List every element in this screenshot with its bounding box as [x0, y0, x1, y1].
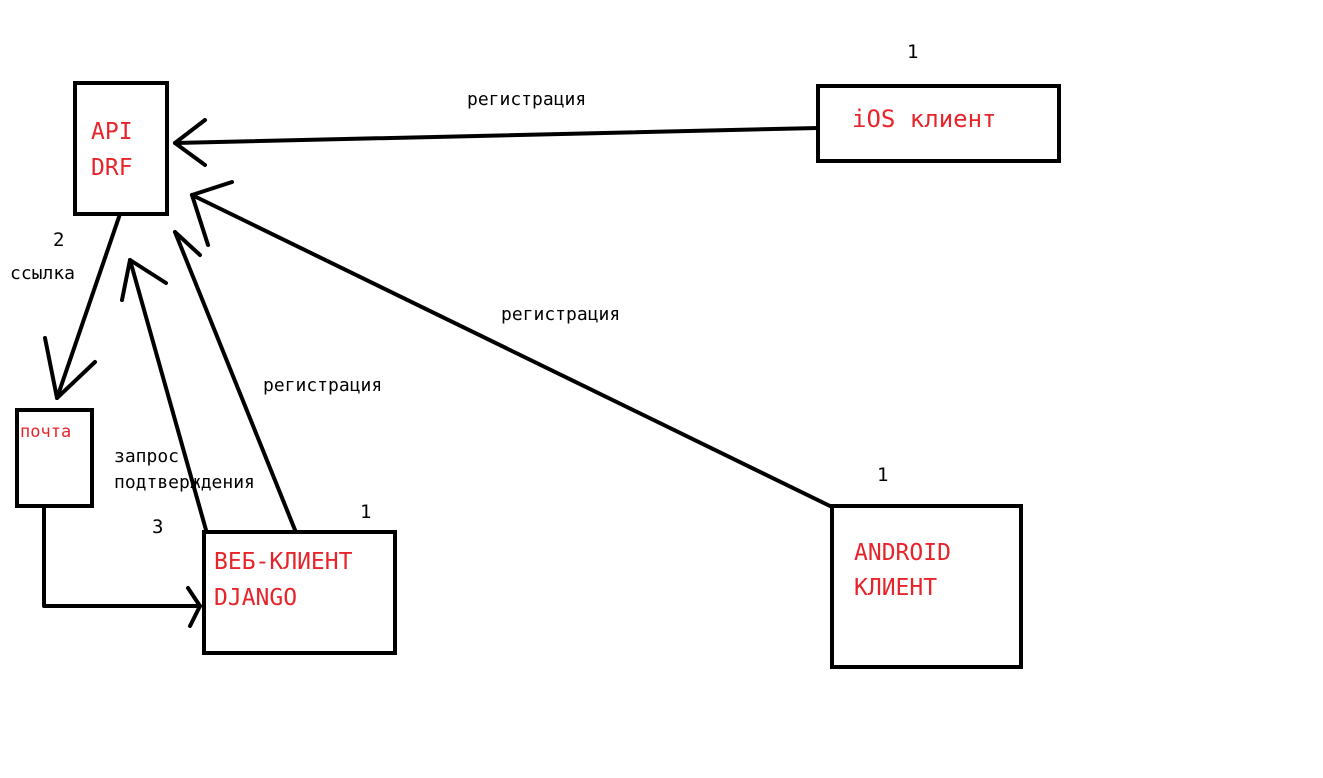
edge-label-android-registration: регистрация — [501, 304, 621, 325]
web-client-django-node: ВЕБ-КЛИЕНТ DJANGO — [202, 530, 397, 655]
edge-label-ios-registration: регистрация — [467, 89, 587, 110]
arrowhead-mail-to-web — [186, 586, 202, 628]
api-drf-label-line2: DRF — [91, 155, 133, 181]
arrowhead-android-to-api — [190, 180, 234, 247]
ios-client-label: iOS клиент — [852, 105, 997, 133]
edge-label-confirm-request-line2: подтверждения — [114, 472, 255, 493]
step-number-ios: 1 — [907, 41, 919, 63]
arrow-web-to-api — [173, 230, 297, 532]
step-number-android: 1 — [877, 464, 889, 486]
web-client-label-line2: DJANGO — [214, 585, 298, 611]
android-client-label-line1: ANDROID — [854, 540, 951, 566]
arrow-ios-to-api — [173, 126, 820, 145]
ios-client-node: iOS клиент — [816, 84, 1061, 163]
mail-label: почта — [20, 422, 72, 442]
api-drf-label-line1: API — [91, 119, 133, 145]
edge-label-web-registration: регистрация — [263, 375, 383, 396]
arrow-api-to-mail — [55, 212, 122, 400]
arrow-mail-to-web — [42, 506, 202, 608]
edge-label-link: ссылка — [10, 263, 76, 284]
android-client-node: ANDROID КЛИЕНТ — [830, 504, 1023, 669]
mail-node: почта — [15, 408, 94, 508]
step-number-web: 1 — [360, 501, 372, 523]
android-client-label-line2: КЛИЕНТ — [854, 575, 938, 601]
arrowhead-confirm-request — [120, 258, 168, 302]
web-client-label-line1: ВЕБ-КЛИЕНТ — [214, 549, 353, 575]
arrowhead-web-to-api — [173, 230, 202, 257]
edge-label-confirm-request-line1: запрос — [114, 446, 180, 467]
arrow-android-to-api — [190, 193, 832, 508]
step-number-confirm: 3 — [152, 516, 164, 538]
api-drf-node: API DRF — [73, 81, 169, 216]
arrowhead-api-to-mail — [43, 336, 97, 400]
arrowhead-ios-to-api — [173, 118, 207, 167]
arrow-confirm-request — [128, 258, 208, 532]
step-number-link: 2 — [53, 229, 65, 251]
